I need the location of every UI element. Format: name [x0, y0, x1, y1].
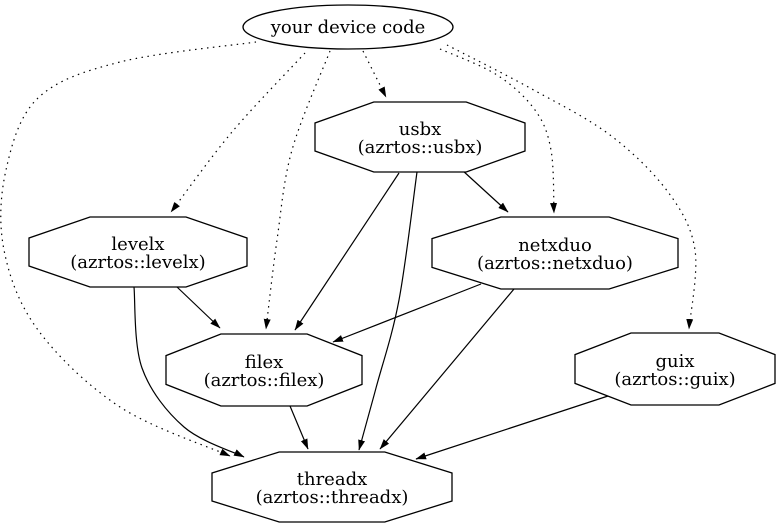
node-label-netxduo-line1: netxduo [518, 235, 592, 256]
node-label-levelx-line2: (azrtos::levelx) [70, 252, 205, 273]
node-label-device-line1: your device code [270, 17, 426, 38]
node-label-threadx-line1: threadx [297, 469, 368, 490]
node-label-guix-line1: guix [655, 351, 694, 372]
filex-octagon-shape [165, 333, 363, 407]
node-usbx: usbx(azrtos::usbx) [314, 101, 526, 173]
edge-usbx-filex [294, 172, 400, 331]
edge-device-netxduo [439, 48, 558, 214]
node-label-filex-line1: filex [245, 352, 284, 373]
node-label-usbx-line1: usbx [399, 119, 442, 140]
node-netxduo: netxduo(azrtos::netxduo) [431, 216, 679, 290]
edge-netxduo-filex [332, 283, 482, 343]
edge-device-threadx [0, 41, 257, 457]
node-device: your device code [242, 4, 454, 50]
node-filex: filex(azrtos::filex) [165, 333, 363, 407]
edge-filex-threadx [289, 405, 309, 450]
edge-device-levelx [170, 52, 306, 213]
edge-levelx-threadx [133, 286, 245, 458]
node-label-usbx-line2: (azrtos::usbx) [358, 137, 483, 158]
node-levelx: levelx(azrtos::levelx) [28, 216, 248, 288]
edge-netxduo-threadx [379, 288, 515, 450]
usbx-octagon-shape [314, 101, 526, 173]
edge-usbx-netxduo [461, 169, 509, 213]
node-label-threadx-line2: (azrtos::threadx) [256, 487, 409, 508]
threadx-octagon-shape [211, 451, 453, 523]
edge-levelx-filex [176, 286, 221, 329]
levelx-octagon-shape [28, 216, 248, 288]
edge-usbx-threadx [358, 171, 418, 451]
node-label-filex-line2: (azrtos::filex) [204, 370, 325, 391]
netxduo-octagon-shape [431, 216, 679, 290]
node-label-netxduo-line2: (azrtos::netxduo) [477, 253, 633, 274]
guix-octagon-shape [574, 332, 776, 406]
node-label-levelx-line1: levelx [111, 234, 164, 255]
edge-guix-threadx [415, 395, 609, 460]
node-guix: guix(azrtos::guix) [574, 332, 776, 406]
device-ellipse-shape [242, 4, 454, 50]
node-threadx: threadx(azrtos::threadx) [211, 451, 453, 523]
edge-device-filex [263, 50, 331, 330]
node-label-guix-line2: (azrtos::guix) [614, 369, 735, 390]
edge-device-usbx [362, 50, 387, 98]
